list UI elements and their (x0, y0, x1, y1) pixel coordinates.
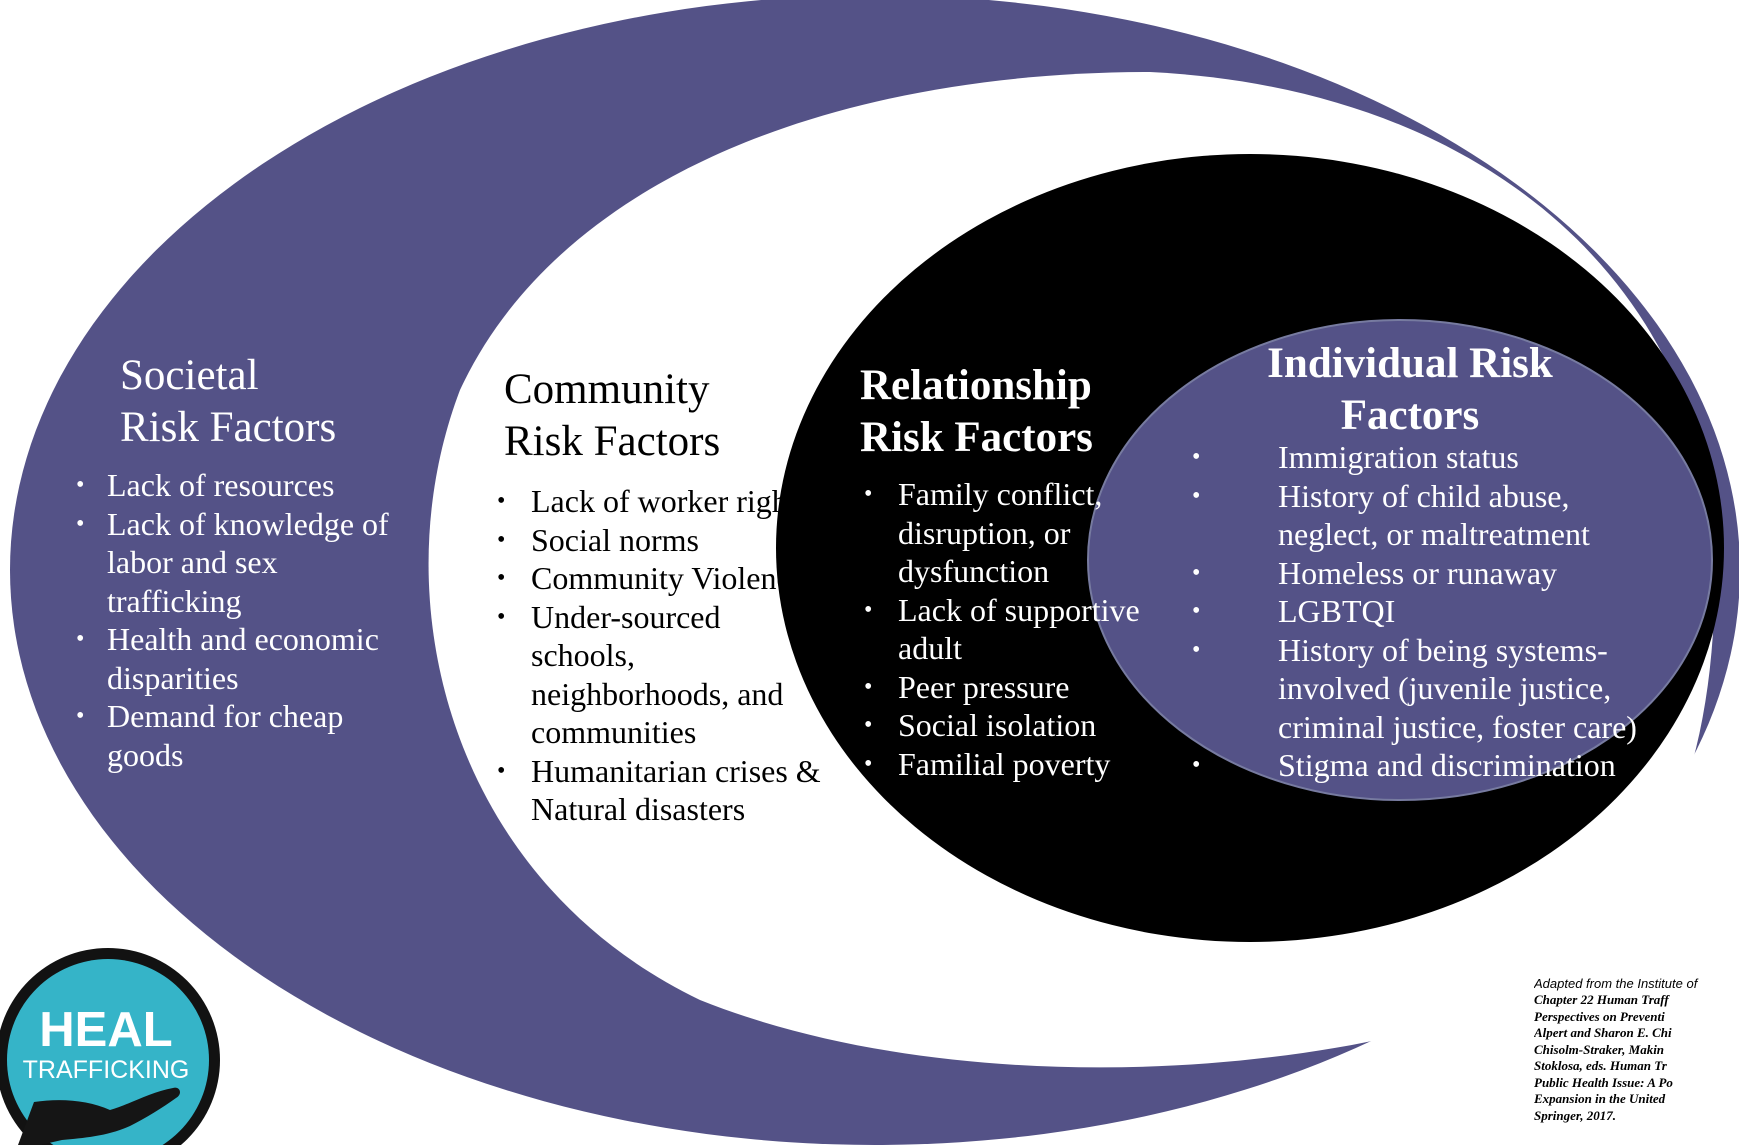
list-item: Stigma and discrimination (1182, 746, 1660, 785)
list-item: Homeless or runaway (1182, 554, 1660, 593)
community-section: Community Risk Factors Lack of worker ri… (492, 364, 832, 829)
list-item: Peer pressure (860, 668, 1160, 707)
societal-list: Lack of resources Lack of knowledge of l… (76, 466, 396, 774)
list-item: Lack of worker rights (492, 482, 832, 521)
list-item: Social isolation (860, 706, 1160, 745)
relationship-heading-line1: Relationship (860, 362, 1092, 409)
individual-heading: Individual Risk Factors (1200, 338, 1620, 442)
list-item: Lack of supportive adult (860, 591, 1160, 668)
citation-line: Springer, 2017. (1534, 1107, 1616, 1123)
individual-heading-line1: Individual Risk (1267, 340, 1553, 387)
list-item: History of child abuse, neglect, or malt… (1182, 477, 1660, 554)
list-item: Immigration status (1182, 438, 1660, 477)
list-item: Social norms (492, 521, 832, 560)
list-item: Family conflict, disruption, or dysfunct… (860, 475, 1160, 591)
list-item: LGBTQI (1182, 592, 1660, 631)
list-item: Humanitarian crises & Natural disasters (492, 752, 832, 829)
citation-line: Perspectives on Preventi (1534, 1008, 1665, 1024)
relationship-heading: Relationship Risk Factors (860, 360, 1160, 464)
community-heading-line2: Risk Factors (504, 418, 721, 465)
relationship-section: Relationship Risk Factors Family conflic… (860, 360, 1160, 783)
community-heading-line1: Community (504, 366, 710, 413)
community-list: Lack of worker rights Social norms Commu… (492, 482, 832, 829)
list-item: Demand for cheap goods (76, 697, 396, 774)
societal-section: Societal Risk Factors Lack of resources … (76, 350, 396, 774)
citation-note: Adapted from the Institute of Chapter 22… (1534, 975, 1739, 1145)
list-item: Lack of knowledge of labor and sex traff… (76, 505, 396, 621)
open-hand-icon (18, 1087, 180, 1145)
citation-line: Chisolm-Straker, Makin (1534, 1041, 1665, 1057)
citation-line: Alpert and Sharon E. Chi (1534, 1025, 1672, 1040)
logo-subtitle: TRAFFICKING (23, 1056, 190, 1084)
community-heading: Community Risk Factors (504, 364, 832, 468)
societal-heading: Societal Risk Factors (120, 350, 396, 454)
societal-heading-line2: Risk Factors (120, 404, 337, 451)
citation-line: Expansion in the United (1534, 1091, 1666, 1106)
societal-heading-line1: Societal (120, 352, 259, 399)
citation-line: Public Health Issue: A Po (1534, 1074, 1673, 1090)
list-item: Under-sourced schools, neighborhoods, an… (492, 598, 832, 752)
individual-list: Immigration status History of child abus… (1182, 438, 1660, 785)
citation-intro: Adapted from the Institute of (1534, 976, 1698, 991)
relationship-list: Family conflict, disruption, or dysfunct… (860, 475, 1160, 783)
list-item: Lack of resources (76, 466, 396, 505)
citation-line: Stoklosa, eds. Human Tr (1534, 1058, 1667, 1073)
relationship-heading-line2: Risk Factors (860, 414, 1093, 461)
list-item: Health and economic disparities (76, 620, 396, 697)
list-item: Community Violence (492, 559, 832, 598)
list-item: History of being systems-involved (juven… (1182, 631, 1660, 747)
individual-heading-line2: Factors (1340, 392, 1480, 439)
citation-line: Chapter 22 Human Traff (1534, 992, 1669, 1007)
individual-section: Individual Risk Factors Immigration stat… (1192, 338, 1660, 785)
list-item: Familial poverty (860, 745, 1160, 784)
heal-trafficking-logo: HEAL TRAFFICKING (0, 948, 220, 1145)
logo-title: HEAL (39, 1003, 172, 1057)
